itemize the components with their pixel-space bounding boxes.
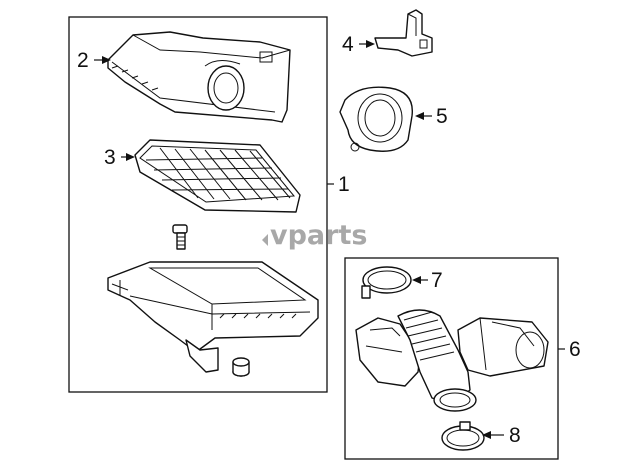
air-cleaner-case[interactable] bbox=[107, 261, 319, 373]
watermark-logo: vparts bbox=[262, 220, 367, 251]
callout-3: 3 bbox=[104, 146, 116, 169]
callout-2: 2 bbox=[77, 49, 89, 72]
callout-6: 6 bbox=[569, 338, 581, 361]
watermark-text: vparts bbox=[270, 220, 367, 251]
assembly-frame-6 bbox=[344, 257, 559, 460]
callout-8: 8 bbox=[509, 424, 521, 447]
callout-leaders bbox=[94, 40, 565, 439]
assembly-frame-1 bbox=[68, 16, 328, 393]
callout-5: 5 bbox=[436, 105, 448, 128]
callout-7: 7 bbox=[431, 269, 443, 292]
hose-clamp-upper[interactable] bbox=[361, 266, 412, 299]
air-filter-element[interactable] bbox=[134, 139, 301, 213]
callout-4: 4 bbox=[342, 33, 354, 56]
intake-hose-assembly[interactable] bbox=[355, 309, 549, 412]
callout-1: 1 bbox=[338, 173, 350, 196]
sensor-adapter[interactable] bbox=[339, 86, 414, 152]
bolt[interactable] bbox=[172, 224, 188, 250]
air-flow-sensor[interactable] bbox=[374, 9, 433, 57]
grommet[interactable] bbox=[232, 357, 250, 377]
air-cleaner-cap[interactable] bbox=[107, 31, 291, 123]
hose-clamp-lower[interactable] bbox=[441, 421, 485, 451]
